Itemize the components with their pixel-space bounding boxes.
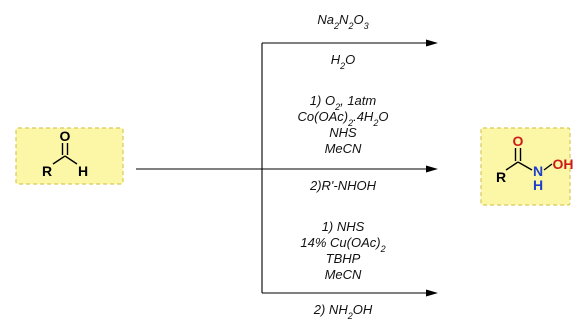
route-1-solvent: H2O: [331, 52, 356, 71]
product-oh-group: OH: [553, 156, 574, 172]
top-arrowhead: [426, 39, 438, 47]
reaction-arrows: [136, 39, 438, 297]
route-2-catalyst: Co(OAc)2.4H2O: [298, 109, 389, 128]
route-3-step-1: 1) NHS: [322, 219, 365, 234]
product-n-atom: N: [533, 163, 543, 179]
reactant-o-atom: O: [60, 128, 71, 144]
route-2-conditions: 1) O2, 1atm Co(OAc)2.4H2O NHS MeCN 2)R'-…: [298, 93, 389, 193]
route-2-solvent: MeCN: [325, 141, 362, 156]
route-3-oxidant: TBHP: [326, 251, 361, 266]
product-o-atom: O: [513, 133, 524, 149]
product-structure: R O N H OH: [480, 127, 574, 206]
route-1-reagent: Na2N2O3: [317, 12, 368, 31]
product-nh-hydrogen: H: [533, 177, 543, 193]
route-2-step-1: 1) O2, 1atm: [310, 93, 377, 112]
reactant-h-bond: [64, 155, 78, 165]
reactant-r-bond: [52, 155, 66, 165]
route-3-catalyst: 14% Cu(OAc)2: [300, 235, 385, 254]
route-1-conditions: Na2N2O3 H2O: [317, 12, 368, 71]
route-2-step-2: 2)R'-NHOH: [309, 178, 377, 193]
route-3-conditions: 1) NHS 14% Cu(OAc)2 TBHP MeCN 2) NH2OH: [300, 219, 385, 320]
bottom-arrowhead: [426, 289, 438, 297]
reactant-r-atom: R: [42, 163, 52, 179]
main-arrowhead: [426, 165, 438, 173]
route-3-solvent: MeCN: [325, 267, 362, 282]
reactant-h-atom: H: [78, 163, 88, 179]
reactant-structure: R H O: [15, 127, 124, 185]
product-r-atom: R: [496, 169, 506, 185]
reactant-highlight-box: [15, 127, 124, 185]
product-no-bond: [543, 163, 553, 171]
product-r-bond: [505, 161, 519, 171]
product-cn-bond: [517, 161, 533, 171]
route-3-step-2: 2) NH2OH: [313, 302, 373, 320]
route-2-additive: NHS: [329, 125, 357, 140]
